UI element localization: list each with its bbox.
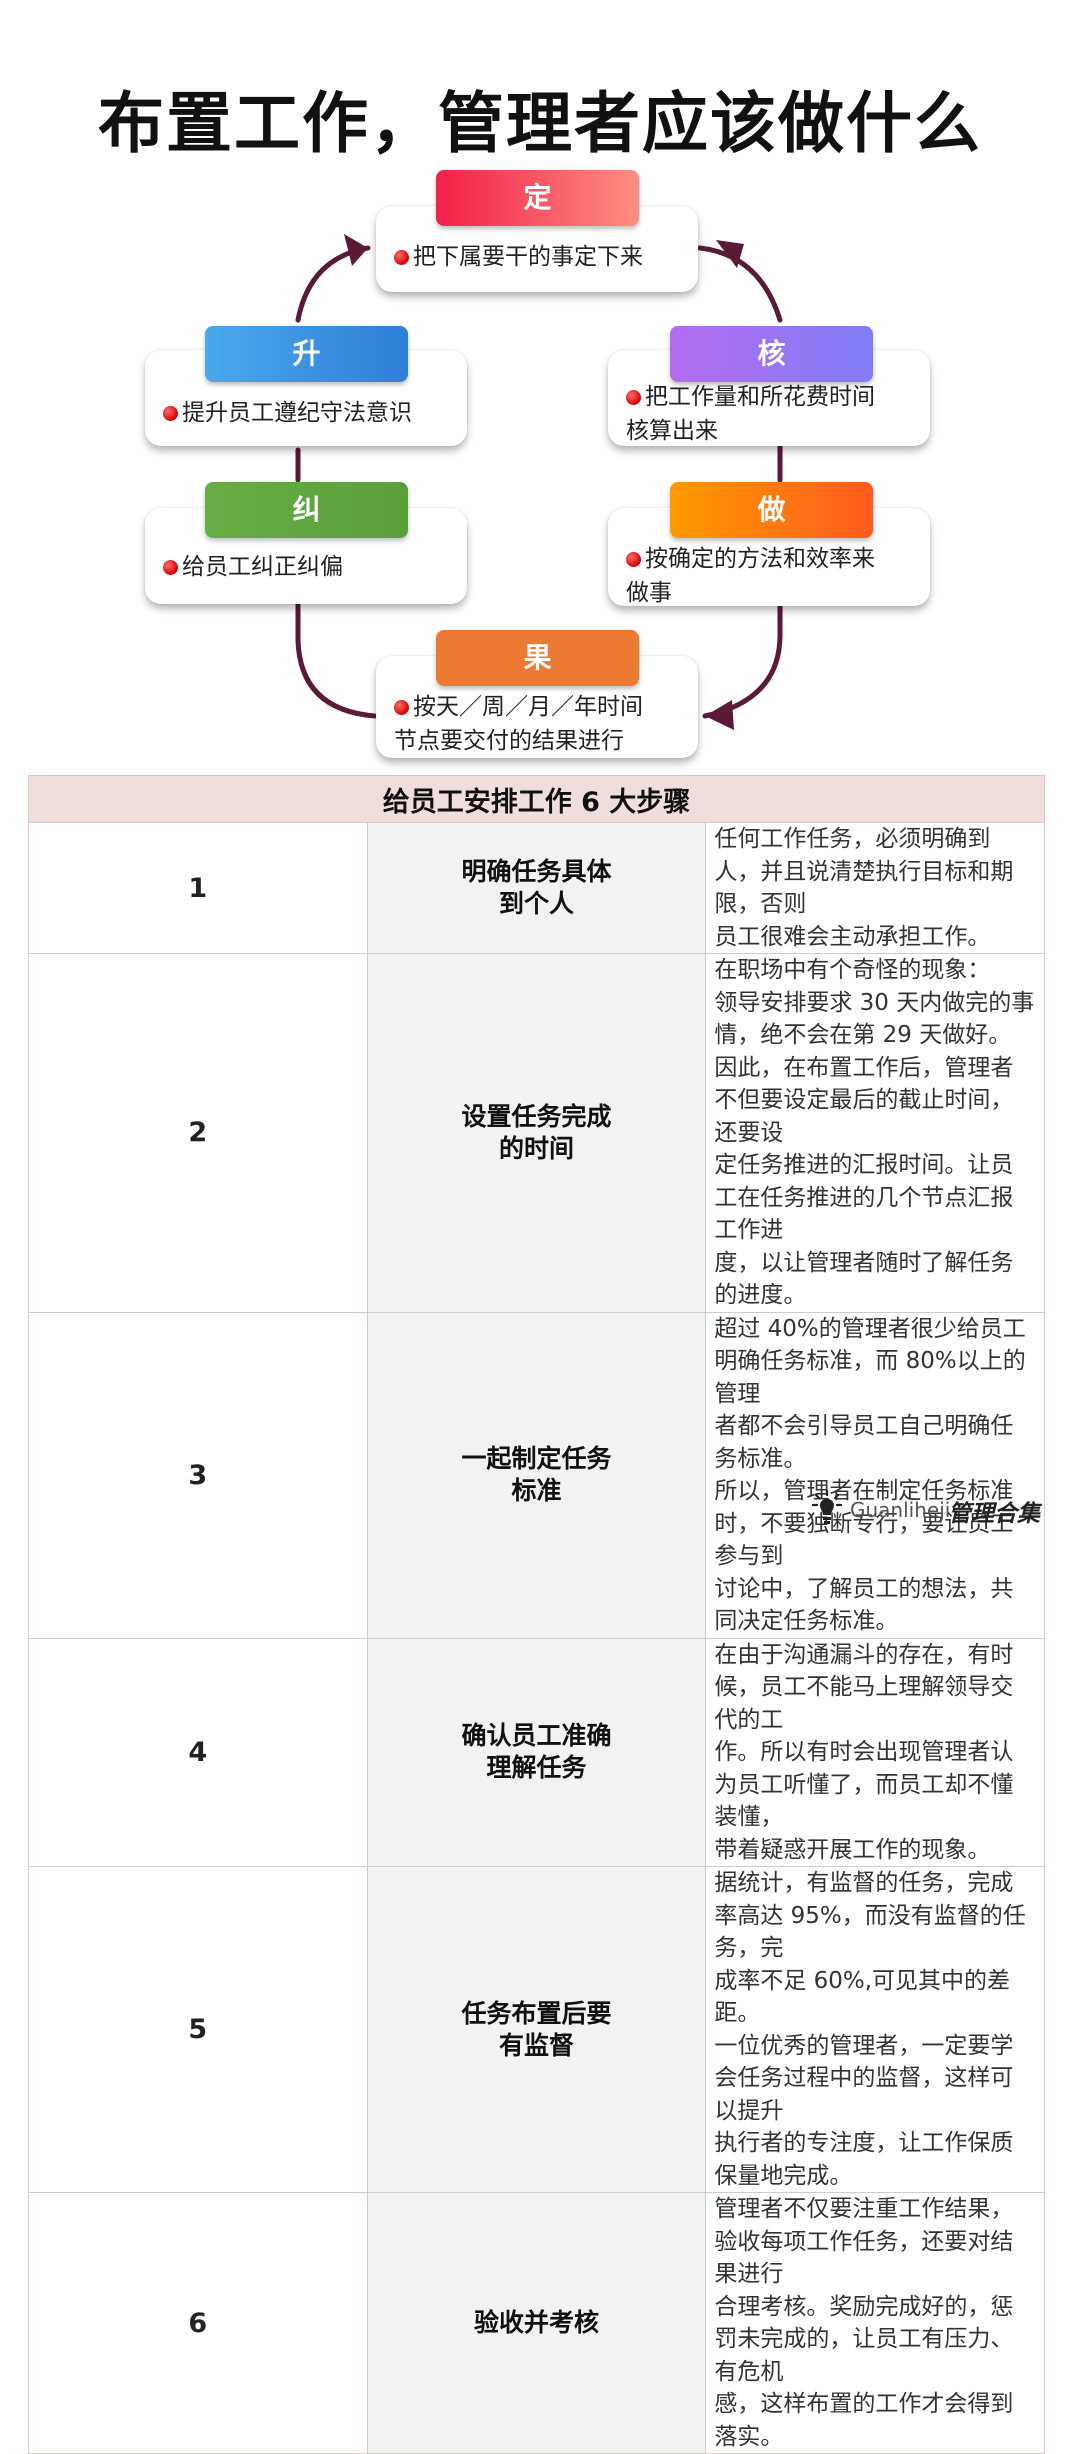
step-desc-line: 在职场中有个奇怪的现象： xyxy=(714,957,991,983)
step-name-line: 明确任务具体 xyxy=(461,857,612,886)
step-name: 明确任务具体到个人 xyxy=(366,822,707,954)
step-desc-line: 作。所以有时会出现管理者认为员工听懂了，而员工却不懂装懂， xyxy=(714,1739,1014,1830)
step-description: 在由于沟通漏斗的存在，有时候，员工不能马上理解领导交代的工作。所以有时会出现管理… xyxy=(705,1637,1045,1867)
card-zuo-text-2: 做事 xyxy=(626,580,672,606)
step-desc-line: 度，以让管理者随时了解任务的进度。 xyxy=(714,1249,1014,1309)
step-desc-line: 任何工作任务，必须明确到人，并且说清楚执行目标和期限，否则 xyxy=(714,826,1014,917)
card-jiu-text-1: 给员工纠正纠偏 xyxy=(182,554,343,580)
step-name-line: 的时间 xyxy=(498,1133,574,1163)
footer-brand-latin: Guanliheji xyxy=(850,1498,951,1522)
card-jiu: 给员工纠正纠偏 xyxy=(145,508,467,604)
red-dot-icon xyxy=(394,700,409,715)
step-name-line: 到个人 xyxy=(498,889,574,918)
pill-ding: 定 xyxy=(436,170,639,226)
arrow-head-ding xyxy=(344,234,368,266)
pill-he: 核 xyxy=(670,326,873,382)
step-desc-line: 带着疑惑开展工作的现象。 xyxy=(714,1836,991,1863)
step-description: 管理者不仅要注重工作结果，验收每项工作任务，还要对结果进行合理考核。奖励完成好的… xyxy=(705,2192,1045,2454)
cycle-connector-lines xyxy=(295,234,783,730)
pill-guo: 果 xyxy=(436,630,639,686)
table-row: 5 任务布置后要有监督 据统计，有监督的任务，完成率高达 95%，而没有监督的任… xyxy=(28,1866,1045,2193)
step-name-line: 标准 xyxy=(511,1476,562,1505)
connector-guo-to-jiu xyxy=(295,602,378,719)
step-name: 验收并考核 xyxy=(366,2192,707,2454)
step-name-line: 设置任务完成 xyxy=(461,1101,612,1131)
lightbulb-icon xyxy=(812,1490,842,1524)
card-sheng-text-1: 提升员工遵纪守法意识 xyxy=(182,400,412,426)
table-row: 3 一起制定任务标准 超过 40%的管理者很少给员工明确任务标准，而 80%以上… xyxy=(28,1311,1045,1639)
step-desc-line: 在由于沟通漏斗的存在，有时候，员工不能马上理解领导交代的工 xyxy=(714,1641,1014,1733)
step-desc-line: 超过 40%的管理者很少给员工明确任务标准，而 80%以上的管理 xyxy=(714,1315,1026,1407)
step-name-line: 一起制定任务 xyxy=(461,1444,612,1473)
step-number: 3 xyxy=(28,1311,368,1639)
step-description: 在职场中有个奇怪的现象： 领导安排要求 30 天内做完的事情，绝不会在第 29 天… xyxy=(705,953,1045,1313)
step-name-line: 有监督 xyxy=(498,2030,574,2060)
arrow-head-he xyxy=(716,240,744,268)
step-desc-line: 一位优秀的管理者，一定要学会任务过程中的监督，这样可以提升 xyxy=(714,2032,1014,2124)
red-dot-icon xyxy=(163,406,178,421)
step-name-line: 理解任务 xyxy=(486,1753,587,1783)
step-number: 4 xyxy=(28,1637,368,1867)
step-number: 5 xyxy=(28,1866,368,2193)
pill-zuo: 做 xyxy=(670,482,873,538)
step-desc-line: 领导安排要求 30 天内做完的事情，绝不会在第 29 天做好。 xyxy=(714,989,1035,1049)
arrow-head-guo xyxy=(705,700,734,730)
table-row: 6 验收并考核 管理者不仅要注重工作结果，验收每项工作任务，还要对结果进行合理考… xyxy=(28,2192,1045,2454)
step-number: 2 xyxy=(28,953,368,1313)
card-he-text-2: 核算出来 xyxy=(626,418,718,444)
step-desc-line: 员工很难会主动承担工作。 xyxy=(714,923,991,950)
step-desc-line: 据统计，有监督的任务，完成率高达 95%，而没有监督的任务，完 xyxy=(714,1870,1026,1961)
step-description: 据统计，有监督的任务，完成率高达 95%，而没有监督的任务，完成率不足 60%,… xyxy=(705,1866,1045,2193)
table-row: 4 确认员工准确理解任务 在由于沟通漏斗的存在，有时候，员工不能马上理解领导交代… xyxy=(28,1637,1045,1867)
step-desc-line: 定任务推进的汇报时间。让员工在任务推进的几个节点汇报工作进 xyxy=(714,1152,1014,1243)
step-desc-line: 者都不会引导员工自己明确任务标准。 xyxy=(714,1413,1014,1472)
card-he-text-1: 把工作量和所花费时间 xyxy=(645,384,875,410)
step-desc-line: 执行者的专注度，让工作保质保量地完成。 xyxy=(714,2130,1014,2189)
step-number: 1 xyxy=(28,822,368,954)
table-header: 给员工安排工作 6 大步骤 xyxy=(28,775,1045,823)
step-name-line: 确认员工准确 xyxy=(461,1721,612,1751)
red-dot-icon xyxy=(626,390,641,405)
table-row: 1 明确任务具体到个人 任何工作任务，必须明确到人，并且说清楚执行目标和期限，否… xyxy=(28,822,1045,954)
step-desc-line: 因此，在布置工作后，管理者不但要设定最后的截止时间，还要设 xyxy=(714,1054,1014,1146)
table-row: 2 设置任务完成的时间 在职场中有个奇怪的现象： 领导安排要求 30 天内做完的事… xyxy=(28,953,1045,1313)
card-guo: 按天／周／月／年时间 节点要交付的结果进行 xyxy=(376,656,698,758)
footer-brand-chinese: 管理合集 xyxy=(948,1500,1040,1527)
step-desc-line: 讨论中，了解员工的想法，共同决定任务标准。 xyxy=(714,1575,1014,1635)
steps-table: 给员工安排工作 6 大步骤 1 明确任务具体到个人 任何工作任务，必须明确到人，… xyxy=(28,775,1045,2454)
step-name: 确认员工准确理解任务 xyxy=(366,1637,707,1867)
card-guo-text-1: 按天／周／月／年时间 xyxy=(413,694,643,720)
connector-zuo-to-guo xyxy=(702,602,783,719)
pill-jiu: 纠 xyxy=(205,482,408,538)
step-desc-line: 成率不足 60%,可见其中的差距。 xyxy=(714,1967,1011,2027)
page-title: 布置工作，管理者应该做什么 xyxy=(98,84,982,162)
step-desc-line: 合理考核。奖励完成好的，惩罚未完成的，让员工有压力、有危机 xyxy=(714,2293,1014,2385)
step-name: 设置任务完成的时间 xyxy=(366,953,707,1313)
step-name: 任务布置后要有监督 xyxy=(366,1866,707,2193)
card-ding-text-1: 把下属要干的事定下来 xyxy=(413,244,643,270)
step-name-line: 任务布置后要 xyxy=(461,1998,612,2028)
red-dot-icon xyxy=(163,560,178,575)
step-name: 一起制定任务标准 xyxy=(366,1311,707,1639)
step-number: 6 xyxy=(28,2192,368,2454)
card-guo-text-2: 节点要交付的结果进行 xyxy=(394,728,624,754)
step-desc-line: 管理者不仅要注重工作结果，验收每项工作任务，还要对结果进行 xyxy=(714,2196,1014,2287)
pill-sheng: 升 xyxy=(205,326,408,382)
step-description: 任何工作任务，必须明确到人，并且说清楚执行目标和期限，否则员工很难会主动承担工作… xyxy=(705,822,1045,954)
card-zuo-text-1: 按确定的方法和效率来 xyxy=(645,546,875,572)
step-name-line: 验收并考核 xyxy=(473,2308,599,2337)
step-description: 超过 40%的管理者很少给员工明确任务标准，而 80%以上的管理者都不会引导员工… xyxy=(705,1311,1045,1639)
card-zuo: 按确定的方法和效率来 做事 xyxy=(608,508,930,606)
connector-ding-to-he xyxy=(697,245,783,323)
red-dot-icon xyxy=(626,552,641,567)
red-dot-icon xyxy=(394,250,409,265)
table-header-row: 给员工安排工作 6 大步骤 xyxy=(28,775,1045,823)
step-desc-line: 感，这样布置的工作才会得到落实。 xyxy=(714,2391,1014,2450)
